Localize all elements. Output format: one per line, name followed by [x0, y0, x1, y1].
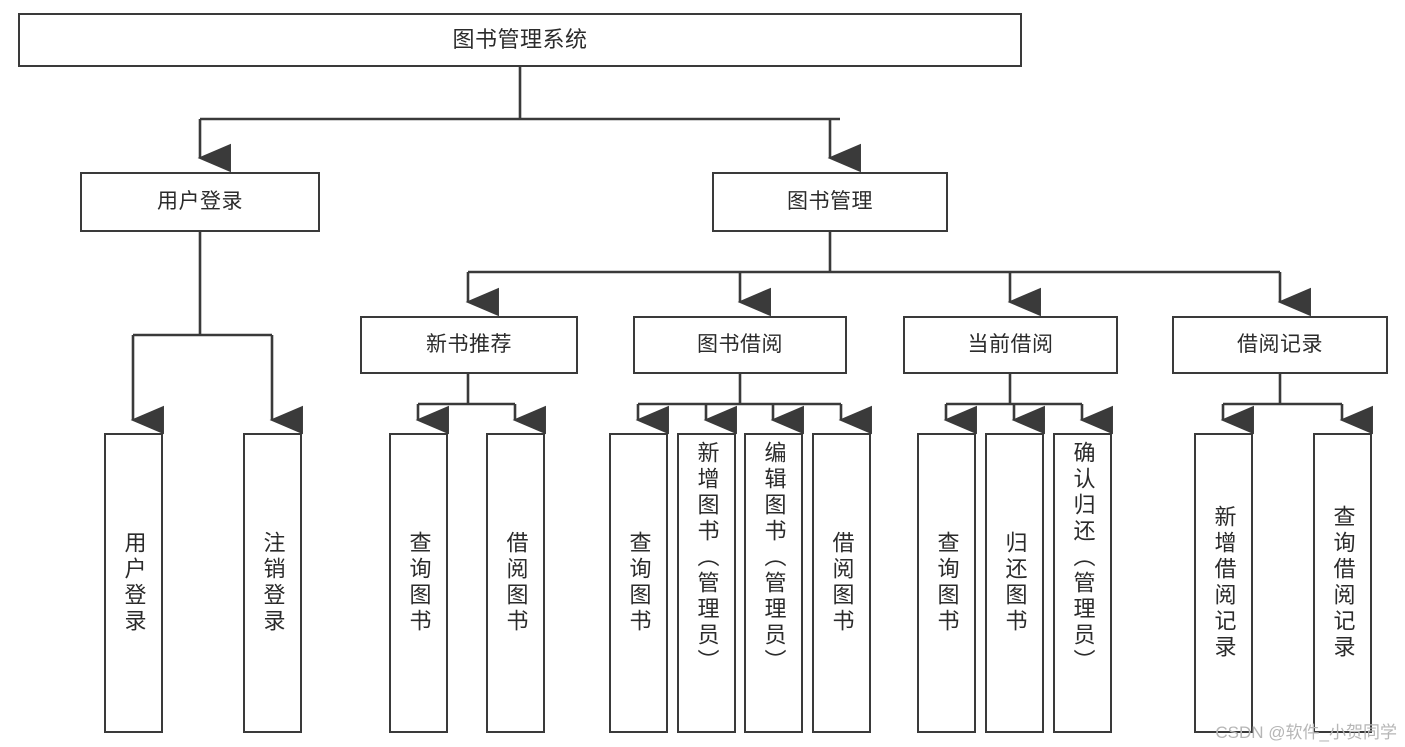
node-leaf-edit-book-label: 编辑图书（管理员） [761, 441, 787, 675]
node-borrow-record-label: 借阅记录 [1237, 332, 1323, 356]
node-leaf-query-book-1-label: 查询图书 [406, 531, 432, 635]
node-borrow-record[interactable]: 借阅记录 [1172, 316, 1388, 374]
node-book-borrow-label: 图书借阅 [697, 332, 783, 356]
node-leaf-query-record[interactable]: 查询借阅记录 [1313, 433, 1372, 733]
node-leaf-query-book-2-label: 查询图书 [626, 531, 652, 635]
node-user-login[interactable]: 用户登录 [80, 172, 320, 232]
node-leaf-borrow-book-1[interactable]: 借阅图书 [486, 433, 545, 733]
node-leaf-query-book-3[interactable]: 查询图书 [917, 433, 976, 733]
node-leaf-borrow-book-2[interactable]: 借阅图书 [812, 433, 871, 733]
node-leaf-user-login-label: 用户登录 [121, 531, 147, 635]
node-leaf-query-record-label: 查询借阅记录 [1330, 505, 1356, 661]
node-leaf-return-book-label: 归还图书 [1002, 531, 1028, 635]
node-leaf-query-book-2[interactable]: 查询图书 [609, 433, 668, 733]
node-current-borrow-label: 当前借阅 [967, 332, 1054, 356]
node-new-book-recommend-label: 新书推荐 [426, 332, 512, 356]
node-book-manage[interactable]: 图书管理 [712, 172, 948, 232]
node-leaf-edit-book[interactable]: 编辑图书（管理员） [744, 433, 803, 733]
node-book-manage-label: 图书管理 [787, 189, 873, 213]
node-leaf-logout-login[interactable]: 注销登录 [243, 433, 302, 733]
node-leaf-query-book-1[interactable]: 查询图书 [389, 433, 448, 733]
node-user-login-label: 用户登录 [157, 189, 243, 213]
node-leaf-confirm-return-label: 确认归还（管理员） [1070, 441, 1096, 675]
node-leaf-add-record[interactable]: 新增借阅记录 [1194, 433, 1253, 733]
node-leaf-return-book[interactable]: 归还图书 [985, 433, 1044, 733]
watermark: CSDN @软件_小贺同学 [1215, 723, 1397, 742]
node-leaf-user-login[interactable]: 用户登录 [104, 433, 163, 733]
node-leaf-borrow-book-2-label: 借阅图书 [829, 531, 855, 635]
node-leaf-add-record-label: 新增借阅记录 [1211, 505, 1237, 661]
node-current-borrow[interactable]: 当前借阅 [903, 316, 1118, 374]
node-leaf-logout-login-label: 注销登录 [260, 531, 286, 635]
node-leaf-confirm-return[interactable]: 确认归还（管理员） [1053, 433, 1112, 733]
node-root[interactable]: 图书管理系统 [18, 13, 1022, 67]
node-root-label: 图书管理系统 [452, 27, 588, 53]
node-book-borrow[interactable]: 图书借阅 [633, 316, 847, 374]
node-leaf-query-book-3-label: 查询图书 [934, 531, 960, 635]
node-leaf-borrow-book-1-label: 借阅图书 [503, 531, 529, 635]
node-leaf-add-book[interactable]: 新增图书（管理员） [677, 433, 736, 733]
node-leaf-add-book-label: 新增图书（管理员） [694, 441, 720, 675]
node-new-book-recommend[interactable]: 新书推荐 [360, 316, 578, 374]
